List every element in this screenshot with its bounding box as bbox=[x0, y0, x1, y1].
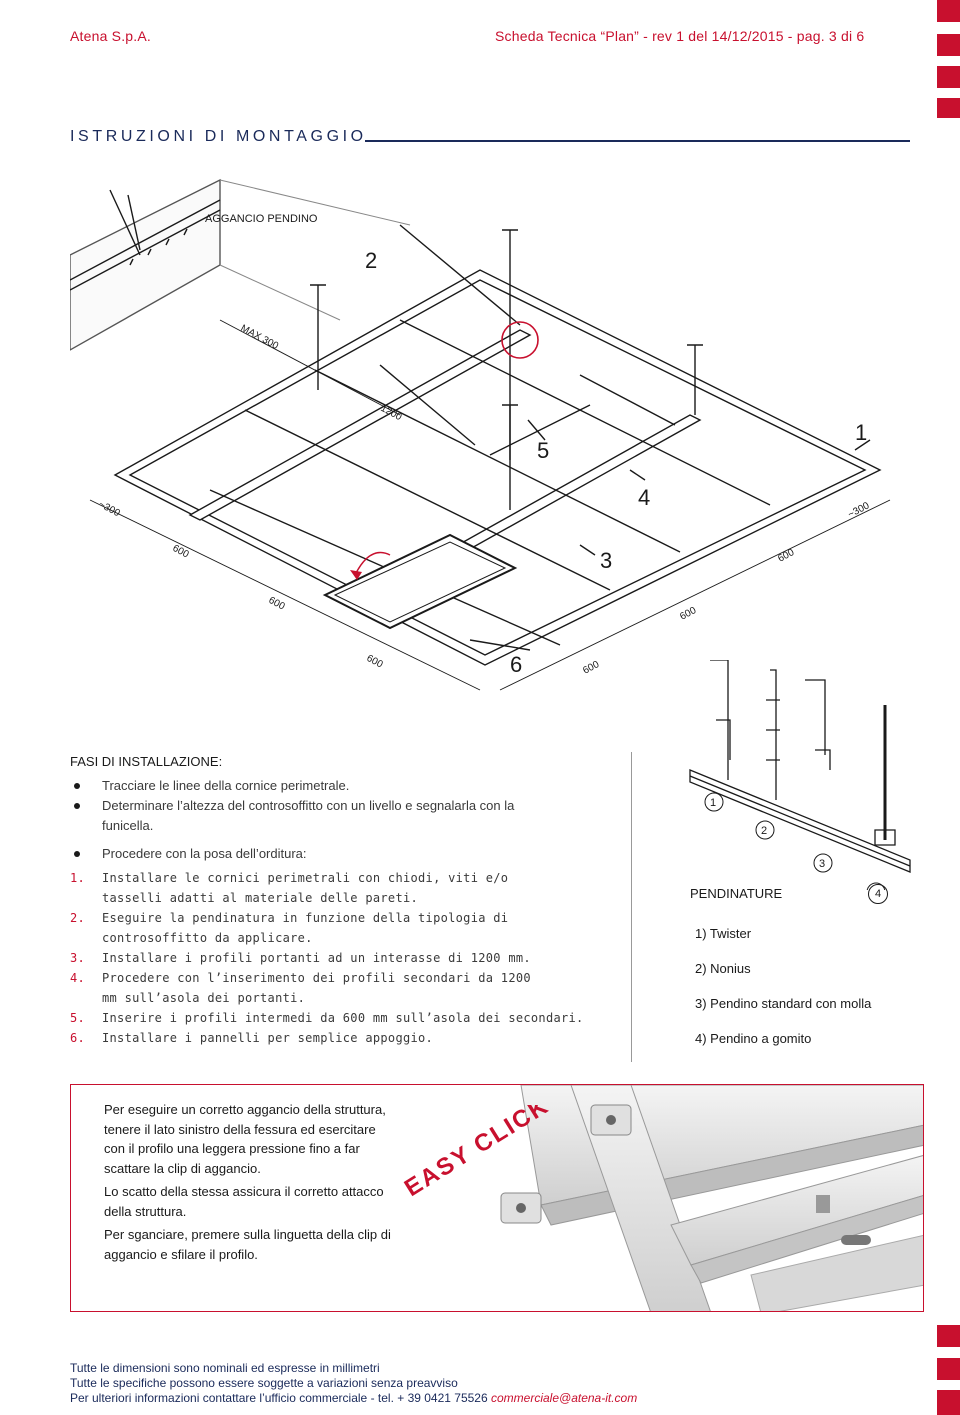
easy-click-paragraph: Lo scatto della stessa assicura il corre… bbox=[104, 1184, 384, 1219]
installation-steps: FASI DI INSTALLAZIONE: Tracciare le line… bbox=[70, 752, 630, 1048]
pendinature-item: 1) Twister bbox=[695, 926, 752, 941]
pend-callout-1: 1 bbox=[710, 797, 716, 809]
company-name: Atena S.p.A. bbox=[70, 28, 152, 44]
step-item: 5.Inserire i profili intermedi da 600 mm… bbox=[70, 1011, 584, 1025]
easy-click-label: EASY CLICK bbox=[400, 1105, 554, 1202]
pend-callout-3: 3 bbox=[819, 858, 825, 870]
section-rule bbox=[365, 140, 910, 142]
assembly-diagram: AGGANCIO PENDINO MAX 300 1200 ~300 ~300 … bbox=[70, 178, 891, 691]
label-600: 600 bbox=[581, 659, 601, 677]
pend-callout-2: 2 bbox=[761, 825, 767, 837]
label-max300: MAX 300 bbox=[239, 323, 281, 352]
step-item: 3.Installare i profili portanti ad un in… bbox=[70, 951, 531, 965]
easy-click-paragraph: Per sganciare, premere sulla linguetta d… bbox=[104, 1227, 391, 1262]
easy-click-text: Per eseguire un corretto aggancio della … bbox=[104, 1100, 394, 1268]
step-item: 1.Installare le cornici perimetrali con … bbox=[70, 871, 509, 905]
footer-contact: Per ulteriori informazioni contattare l’… bbox=[70, 1391, 637, 1405]
callout-5: 5 bbox=[537, 438, 549, 463]
pendinature-item: 2) Nonius bbox=[695, 961, 751, 976]
step-item: 6.Installare i pannelli per semplice app… bbox=[70, 1031, 434, 1045]
column-separator bbox=[631, 752, 632, 1062]
label-600: 600 bbox=[365, 653, 385, 671]
easy-click-badge: EASY CLICK bbox=[400, 1105, 554, 1202]
pendinature-title: PENDINATURE bbox=[690, 886, 783, 901]
easy-click-box: EASY CLICK bbox=[70, 1084, 924, 1312]
label-600: 600 bbox=[267, 595, 287, 613]
callout-2: 2 bbox=[365, 248, 377, 273]
section-title: ISTRUZIONI DI MONTAGGIO bbox=[70, 128, 367, 145]
label-600: 600 bbox=[776, 547, 796, 565]
bullet-dot bbox=[74, 783, 80, 789]
pendinature-diagram: 1 2 3 bbox=[689, 660, 911, 890]
label-300-left: ~300 bbox=[97, 499, 122, 519]
footer-line: Tutte le specifiche possono essere sogge… bbox=[70, 1376, 458, 1390]
label-300-right: ~300 bbox=[846, 500, 871, 520]
footer-email[interactable]: commerciale@atena-it.com bbox=[491, 1391, 638, 1405]
bullet-item: Procedere con la posa dell’orditura: bbox=[70, 844, 630, 864]
pend-callout-4: 4 bbox=[868, 884, 888, 904]
label-600: 600 bbox=[678, 605, 698, 623]
callout-3: 3 bbox=[600, 548, 612, 573]
steps-heading: FASI DI INSTALLAZIONE: bbox=[70, 754, 223, 769]
callout-6: 6 bbox=[510, 652, 522, 677]
easy-click-photo bbox=[500, 1085, 923, 1311]
footer-phone: Per ulteriori informazioni contattare l’… bbox=[70, 1391, 488, 1405]
pendinature-item: 3) Pendino standard con molla bbox=[695, 996, 872, 1011]
callout-1: 1 bbox=[855, 420, 867, 445]
bullet-dot bbox=[74, 851, 80, 857]
callout-4: 4 bbox=[638, 485, 650, 510]
bullet-item: Determinare l’altezza del controsoffitto… bbox=[70, 796, 542, 836]
document-info: Scheda Tecnica “Plan” - rev 1 del 14/12/… bbox=[495, 28, 865, 44]
pendinature-item: 4) Pendino a gomito bbox=[695, 1031, 812, 1046]
step-item: 2.Eseguire la pendinatura in funzione de… bbox=[70, 911, 509, 945]
step-item: 4.Procedere con l’inserimento dei profil… bbox=[70, 971, 531, 1005]
numbered-steps: 1.Installare le cornici perimetrali con … bbox=[70, 868, 630, 1048]
bullet-dot bbox=[74, 803, 80, 809]
label-600: 600 bbox=[171, 543, 191, 561]
label-aggancio: AGGANCIO PENDINO bbox=[205, 213, 318, 225]
easy-click-paragraph: Per eseguire un corretto aggancio della … bbox=[104, 1102, 386, 1176]
footer-line: Tutte le dimensioni sono nominali ed esp… bbox=[70, 1361, 380, 1375]
bullet-item: Tracciare le linee della cornice perimet… bbox=[70, 776, 630, 796]
